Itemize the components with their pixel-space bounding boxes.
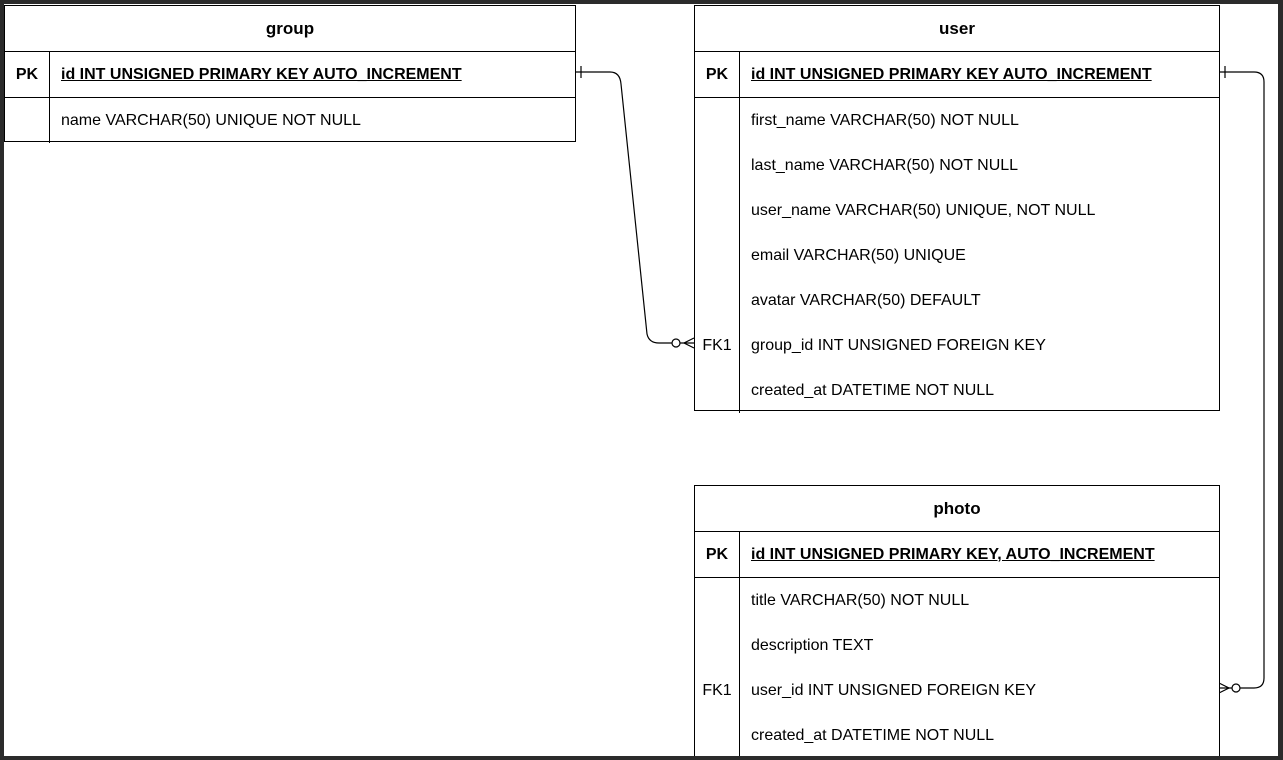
entity-title: photo [695, 486, 1219, 532]
field-row: first_name VARCHAR(50) NOT NULL [695, 98, 1219, 143]
field-row: description TEXT [695, 623, 1219, 668]
key-cell [695, 98, 740, 143]
relationship-lines [575, 66, 1265, 694]
column-cell: last_name VARCHAR(50) NOT NULL [751, 156, 1019, 174]
many-marker-photo [1218, 682, 1231, 694]
zero-marker-user [671, 338, 681, 348]
pk-row: PK id INT UNSIGNED PRIMARY KEY, AUTO_INC… [695, 532, 1219, 578]
pk-row: PK id INT UNSIGNED PRIMARY KEY AUTO_INCR… [695, 52, 1219, 98]
column-cell: email VARCHAR(50) UNIQUE [751, 246, 966, 264]
column-cell: first_name VARCHAR(50) NOT NULL [751, 111, 1019, 129]
key-cell [695, 233, 740, 278]
key-cell: PK [5, 52, 50, 97]
key-cell [695, 578, 740, 623]
diagram-canvas: group PK id INT UNSIGNED PRIMARY KEY AUT… [4, 4, 1278, 756]
column-cell: user_id INT UNSIGNED FOREIGN KEY [751, 681, 1037, 699]
entity-photo[interactable]: photo PK id INT UNSIGNED PRIMARY KEY, AU… [694, 485, 1220, 756]
entity-user[interactable]: user PK id INT UNSIGNED PRIMARY KEY AUTO… [694, 5, 1220, 413]
field-row: user_name VARCHAR(50) UNIQUE, NOT NULL [695, 188, 1219, 233]
key-cell [695, 713, 740, 756]
entity-title: user [695, 6, 1219, 52]
field-row: last_name VARCHAR(50) NOT NULL [695, 143, 1219, 188]
field-row: name VARCHAR(50) UNIQUE NOT NULL [5, 98, 575, 143]
entity-group[interactable]: group PK id INT UNSIGNED PRIMARY KEY AUT… [4, 5, 576, 143]
field-row: email VARCHAR(50) UNIQUE [695, 233, 1219, 278]
key-cell [695, 143, 740, 188]
column-cell: avatar VARCHAR(50) DEFAULT [751, 291, 981, 309]
key-cell: PK [695, 532, 740, 577]
column-cell: id INT UNSIGNED PRIMARY KEY, AUTO_INCREM… [751, 545, 1155, 563]
key-cell [695, 278, 740, 323]
column-cell: user_name VARCHAR(50) UNIQUE, NOT NULL [751, 201, 1096, 219]
key-cell: FK1 [695, 668, 740, 713]
field-row: created_at DATETIME NOT NULL [695, 713, 1219, 756]
column-cell: created_at DATETIME NOT NULL [751, 381, 995, 399]
zero-marker-photo [1231, 683, 1241, 693]
column-cell: description TEXT [751, 636, 874, 654]
field-row: title VARCHAR(50) NOT NULL [695, 578, 1219, 623]
key-cell [695, 623, 740, 668]
key-cell: PK [695, 52, 740, 97]
column-cell: id INT UNSIGNED PRIMARY KEY AUTO_INCREME… [751, 65, 1152, 83]
key-cell [695, 188, 740, 233]
key-cell: FK1 [695, 323, 740, 368]
relationship-group-user [575, 71, 694, 344]
column-cell: created_at DATETIME NOT NULL [751, 726, 995, 744]
field-row: created_at DATETIME NOT NULL [695, 368, 1219, 413]
relationship-user-photo [1219, 71, 1265, 689]
field-row: FK1 group_id INT UNSIGNED FOREIGN KEY [695, 323, 1219, 368]
many-marker-user [682, 337, 695, 349]
column-cell: title VARCHAR(50) NOT NULL [751, 591, 970, 609]
key-cell [5, 98, 50, 143]
key-cell [695, 368, 740, 413]
column-cell: group_id INT UNSIGNED FOREIGN KEY [751, 336, 1046, 354]
pk-row: PK id INT UNSIGNED PRIMARY KEY AUTO_INCR… [5, 52, 575, 98]
field-row: FK1 user_id INT UNSIGNED FOREIGN KEY [695, 668, 1219, 713]
field-row: avatar VARCHAR(50) DEFAULT [695, 278, 1219, 323]
entity-title: group [5, 6, 575, 52]
column-cell: name VARCHAR(50) UNIQUE NOT NULL [61, 111, 361, 129]
column-cell: id INT UNSIGNED PRIMARY KEY AUTO_INCREME… [61, 65, 462, 83]
